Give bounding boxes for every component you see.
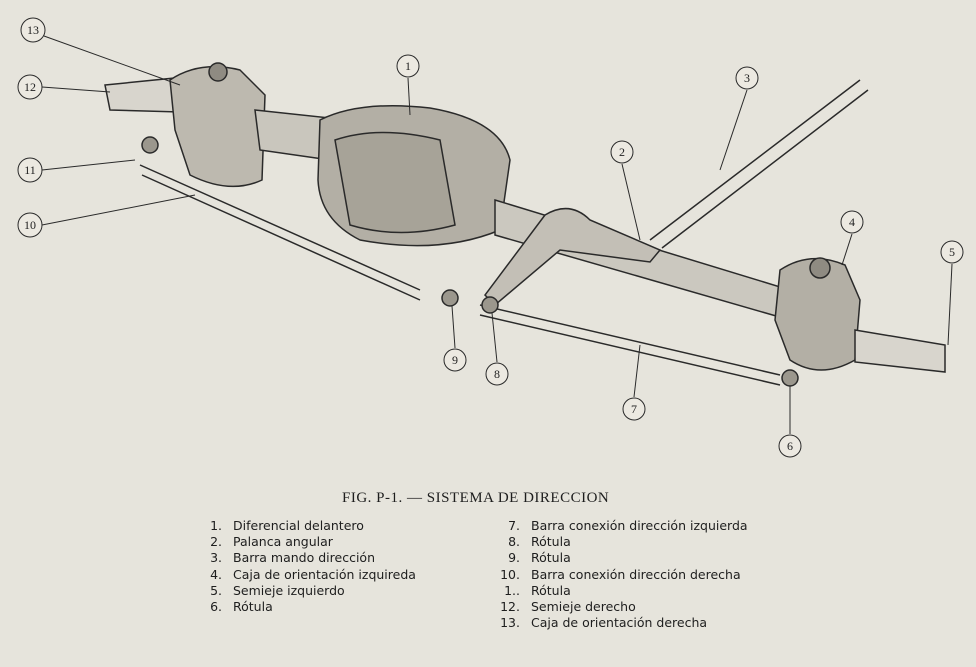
figure-caption: FIG. P-1. — SISTEMA DE DIRECCION [342,490,610,506]
svg-text:8: 8 [494,367,500,381]
callouts: 1 2 3 4 5 6 7 8 9 10 11 12 13 [17,17,964,458]
callout-4: 4 [840,210,864,234]
svg-text:4: 4 [849,215,855,229]
legend-item: 8.Rótula [508,534,571,550]
svg-text:13: 13 [27,23,39,37]
axle-drawing [104,62,946,387]
callout-12: 12 [17,74,43,100]
legend-item: 1.Diferencial delantero [210,518,364,533]
legend-left-column: 1.Diferencial delantero 2.Palanca angula… [195,518,416,615]
legend-right-column: 7.Barra conexión dirección izquierda 8.R… [493,518,748,631]
legend-item: 5.Semieje izquierdo [210,582,345,598]
svg-text:1: 1 [405,59,411,73]
legend-item: 13.Caja de orientación derecha [500,615,708,631]
steering-system-illustration: 1 2 3 4 5 6 7 8 9 10 11 12 13 [17,17,964,458]
legend-item: 3.Barra mando dirección [210,550,375,566]
legend-item: 6.Rótula [210,599,273,615]
callout-10: 10 [17,212,43,238]
callout-1: 1 [396,54,420,78]
svg-text:6: 6 [787,439,793,453]
svg-text:7: 7 [631,402,637,416]
legend-item: 2.Palanca angular [210,534,333,550]
svg-text:5: 5 [949,245,955,259]
callout-8: 8 [485,362,509,386]
legend-item: 7.Barra conexión dirección izquierda [508,518,748,533]
callout-13: 13 [20,17,46,43]
callout-3: 3 [735,66,759,90]
svg-text:3: 3 [744,71,750,85]
callout-5: 5 [940,240,964,264]
svg-text:9: 9 [452,353,458,367]
callout-2: 2 [610,140,634,164]
svg-text:11: 11 [24,163,36,177]
svg-text:2: 2 [619,145,625,159]
legend-item: 9.Rótula [508,550,571,566]
legend-item: 12.Semieje derecho [500,599,636,615]
legend-item: 1..Rótula [504,582,571,598]
callout-6: 6 [778,434,802,458]
svg-text:10: 10 [24,218,36,232]
callout-11: 11 [17,157,43,183]
callout-7: 7 [622,397,646,421]
leader-lines [41,35,953,434]
legend-item: 10.Barra conexión dirección derecha [500,566,741,582]
callout-9: 9 [443,348,467,372]
legend-item: 4.Caja de orientación izquireda [210,566,416,582]
svg-text:12: 12 [24,80,36,94]
